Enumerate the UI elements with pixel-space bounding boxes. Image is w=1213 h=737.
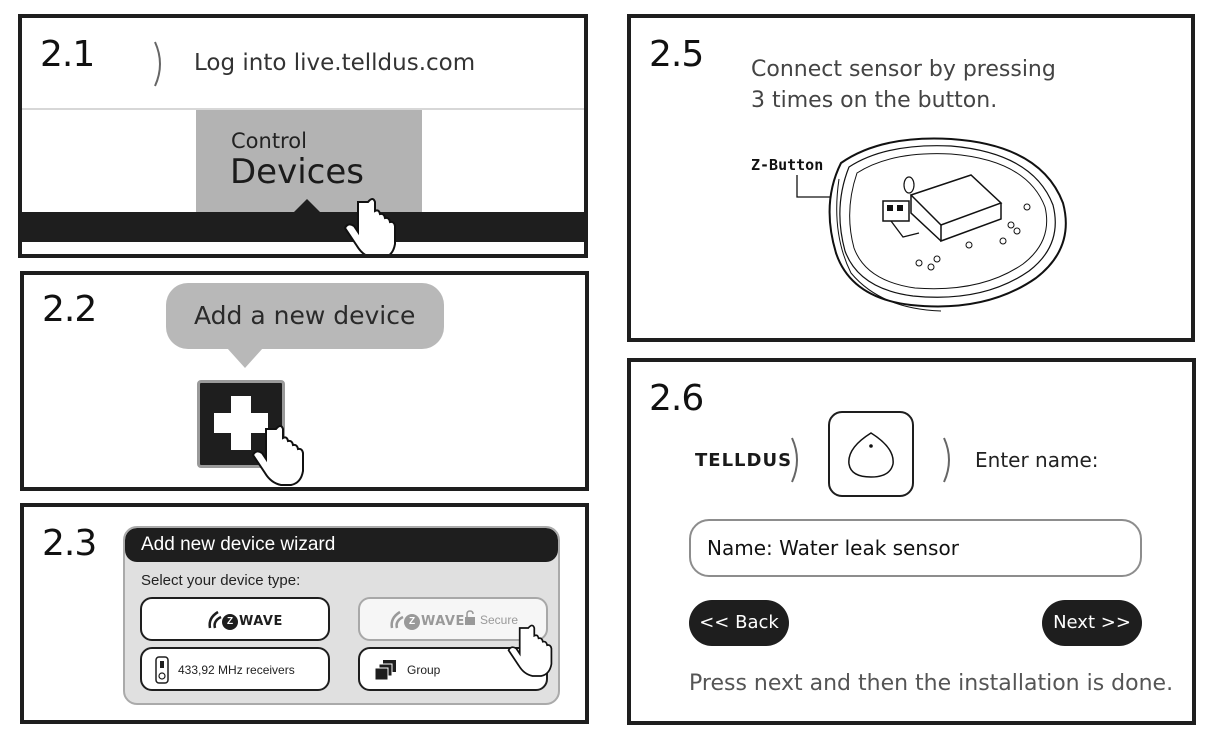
add-device-button[interactable] — [197, 380, 285, 468]
step-2-5-panel: 2.5 Connect sensor by pressing 3 times o… — [627, 14, 1195, 342]
hand-cursor-icon — [507, 624, 553, 677]
control-devices-tab[interactable]: Control Devices — [196, 110, 422, 216]
step-2-6-panel: 2.6 TELLDUS Enter name: Name: Water leak… — [627, 358, 1196, 725]
back-button[interactable]: << Back — [689, 600, 789, 646]
tooltip-text: Add a new device — [194, 301, 416, 330]
group-label: Group — [407, 663, 441, 677]
hand-cursor-icon — [343, 198, 396, 254]
lock-icon — [465, 610, 475, 625]
group-option-button[interactable]: Group — [358, 647, 548, 691]
wizard-header: Add new device wizard — [125, 528, 558, 562]
group-icon — [374, 660, 396, 681]
tab-big-label: Devices — [230, 152, 364, 192]
tooltip-bubble: Add a new device — [166, 283, 444, 349]
remote-icon — [155, 656, 169, 684]
zwave-logo-letter: Z — [222, 614, 238, 630]
telldus-logo: TELLDUS — [695, 450, 793, 471]
zwave-logo-letter: Z — [404, 614, 420, 630]
tab-small-label: Control — [231, 129, 307, 153]
chevron-right-icon — [791, 437, 798, 483]
completion-note: Press next and then the installation is … — [689, 671, 1174, 696]
chevron-right-icon — [943, 437, 950, 483]
wizard-prompt: Select your device type: — [141, 572, 301, 589]
add-device-wizard: Add new device wizard Select your device… — [123, 526, 560, 705]
step-2-1-panel: 2.1 Log into live.telldus.com Control De… — [18, 14, 588, 258]
secure-badge: Secure — [480, 613, 519, 627]
step-2-2-panel: 2.2 Add a new device — [20, 271, 589, 491]
next-button[interactable]: Next >> — [1042, 600, 1142, 646]
connect-instruction: Connect sensor by pressing 3 times on th… — [751, 54, 1056, 116]
zwave-secure-logo-icon — [390, 610, 404, 629]
step-2-3-panel: 2.3 Add new device wizard Select your de… — [20, 503, 589, 724]
tooltip-tail — [227, 348, 263, 368]
instruction-line-2: 3 times on the button. — [751, 88, 998, 113]
plus-icon-stem — [231, 396, 251, 450]
hand-cursor-icon — [251, 425, 304, 486]
wizard-title: Add new device wizard — [141, 534, 336, 555]
zwave-option-button[interactable]: Z WAVE — [140, 597, 330, 641]
chevron-right-icon — [154, 41, 161, 87]
water-sensor-icon — [848, 432, 894, 478]
step-number: 2.2 — [42, 289, 97, 330]
sensor-illustration — [796, 137, 1067, 312]
step-number: 2.5 — [649, 34, 704, 75]
zwave-secure-option-button[interactable]: Z WAVE Secure — [358, 597, 548, 641]
nav-bar — [22, 212, 584, 242]
zwave-logo-label: WAVE — [421, 614, 465, 629]
step-number: 2.1 — [40, 34, 95, 75]
step-number: 2.6 — [649, 378, 704, 419]
sensor-tile[interactable] — [828, 411, 914, 497]
zwave-logo-icon — [208, 610, 222, 629]
instruction-line-1: Connect sensor by pressing — [751, 57, 1056, 82]
divider — [22, 108, 584, 110]
receivers-option-button[interactable]: 433,92 MHz receivers — [140, 647, 330, 691]
zwave-logo-label: WAVE — [239, 614, 283, 629]
device-name-input[interactable]: Name: Water leak sensor — [689, 519, 1142, 577]
login-instruction: Log into live.telldus.com — [194, 50, 476, 76]
receivers-label: 433,92 MHz receivers — [178, 663, 295, 677]
tab-indicator — [292, 199, 322, 214]
enter-name-label: Enter name: — [975, 448, 1099, 472]
z-button-callout: Z-Button — [751, 156, 824, 174]
step-number: 2.3 — [42, 523, 97, 564]
